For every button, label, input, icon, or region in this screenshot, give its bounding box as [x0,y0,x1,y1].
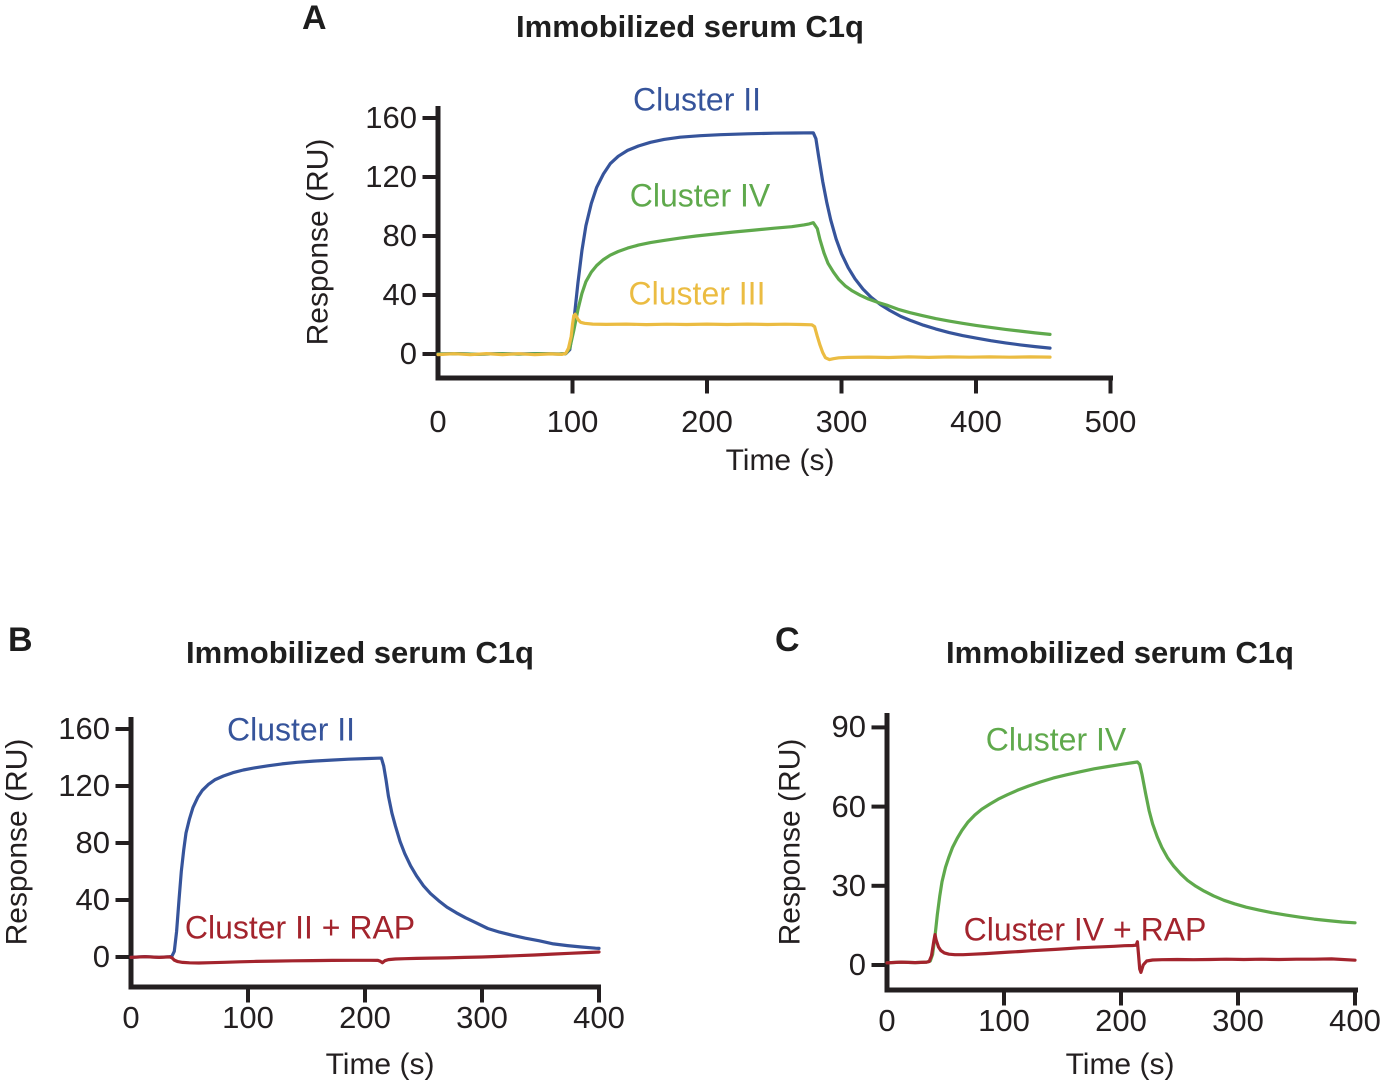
y-tick-label: 40 [75,881,110,917]
x-tick-label: 0 [878,1003,896,1038]
panel-c-letter: C [775,621,800,659]
series-line-cluster-iv [436,221,1052,356]
x-tick-label: 0 [429,404,447,439]
series-line-cluster-ii-rap [129,950,601,965]
y-tick-label: 60 [831,788,866,824]
chart-b-canvas [115,717,601,1003]
y-tick-label: 0 [399,335,417,371]
y-tick-label: 0 [92,938,110,974]
y-tick-label: 160 [58,710,110,746]
x-tick-label: 200 [681,404,733,439]
x-tick-label: 400 [1329,1003,1381,1038]
panel-a-x-axis-label: Time (s) [725,444,835,477]
x-tick-label: 300 [456,1000,508,1035]
panel-b-title: Immobilized serum C1q [186,635,534,670]
x-tick-label: 300 [815,404,868,439]
cluster-ii-rap-label: Cluster II + RAP [184,909,416,946]
x-tick-label: 300 [1212,1003,1264,1038]
panel-b-letter: B [8,621,33,659]
x-tick-label: 100 [222,1000,274,1035]
panel-a-title: Immobilized serum C1q [516,9,864,44]
x-tick-label: 400 [950,404,1002,439]
x-tick-label: 200 [1095,1003,1147,1038]
panel-b-x-axis-label: Time (s) [325,1048,435,1081]
x-tick-label: 100 [978,1003,1030,1038]
y-tick-label: 0 [848,946,866,982]
panel-c: C Immobilized serum C1q Time (s) Respons… [770,600,1392,1089]
x-tick-label: 400 [573,1000,625,1035]
cluster-iv-label: Cluster IV [985,721,1127,758]
cluster-iii-label: Cluster III [628,275,766,312]
y-tick-label: 90 [831,709,866,745]
y-tick-label: 120 [58,767,110,803]
series-line-cluster-ii [129,756,601,959]
panel-a: A Immobilized serum C1q Time (s) Respons… [280,0,1137,520]
chart-a-canvas [422,106,1113,394]
series-line-cluster-iv-rap [885,933,1357,974]
series-line-cluster-iv [885,760,1357,965]
y-tick-label: 30 [831,867,866,903]
cluster-ii-label: Cluster II [226,711,356,748]
series-line-cluster-iii [436,312,1052,362]
panel-a-letter: A [302,0,327,37]
y-tick-label: 80 [75,824,110,860]
y-tick-label: 40 [382,276,417,312]
y-tick-label: 80 [382,217,417,253]
panel-c-x-axis-label: Time (s) [1065,1048,1175,1081]
x-tick-label: 0 [122,1000,140,1035]
cluster-iv-rap-label: Cluster IV + RAP [963,911,1207,948]
panel-b: B Immobilized serum C1q Time (s) Respons… [0,600,700,1089]
chart-c-canvas [871,713,1358,1006]
y-tick-label: 120 [365,158,417,194]
panel-c-title: Immobilized serum C1q [946,635,1294,670]
x-tick-label: 500 [1084,404,1137,439]
x-tick-label: 200 [339,1000,391,1035]
y-tick-label: 160 [365,99,417,135]
cluster-iv-label: Cluster IV [629,177,771,214]
panel-c-y-axis-label: Response (RU) [773,738,807,946]
x-tick-label: 100 [546,404,599,439]
cluster-ii-label: Cluster II [632,81,762,118]
